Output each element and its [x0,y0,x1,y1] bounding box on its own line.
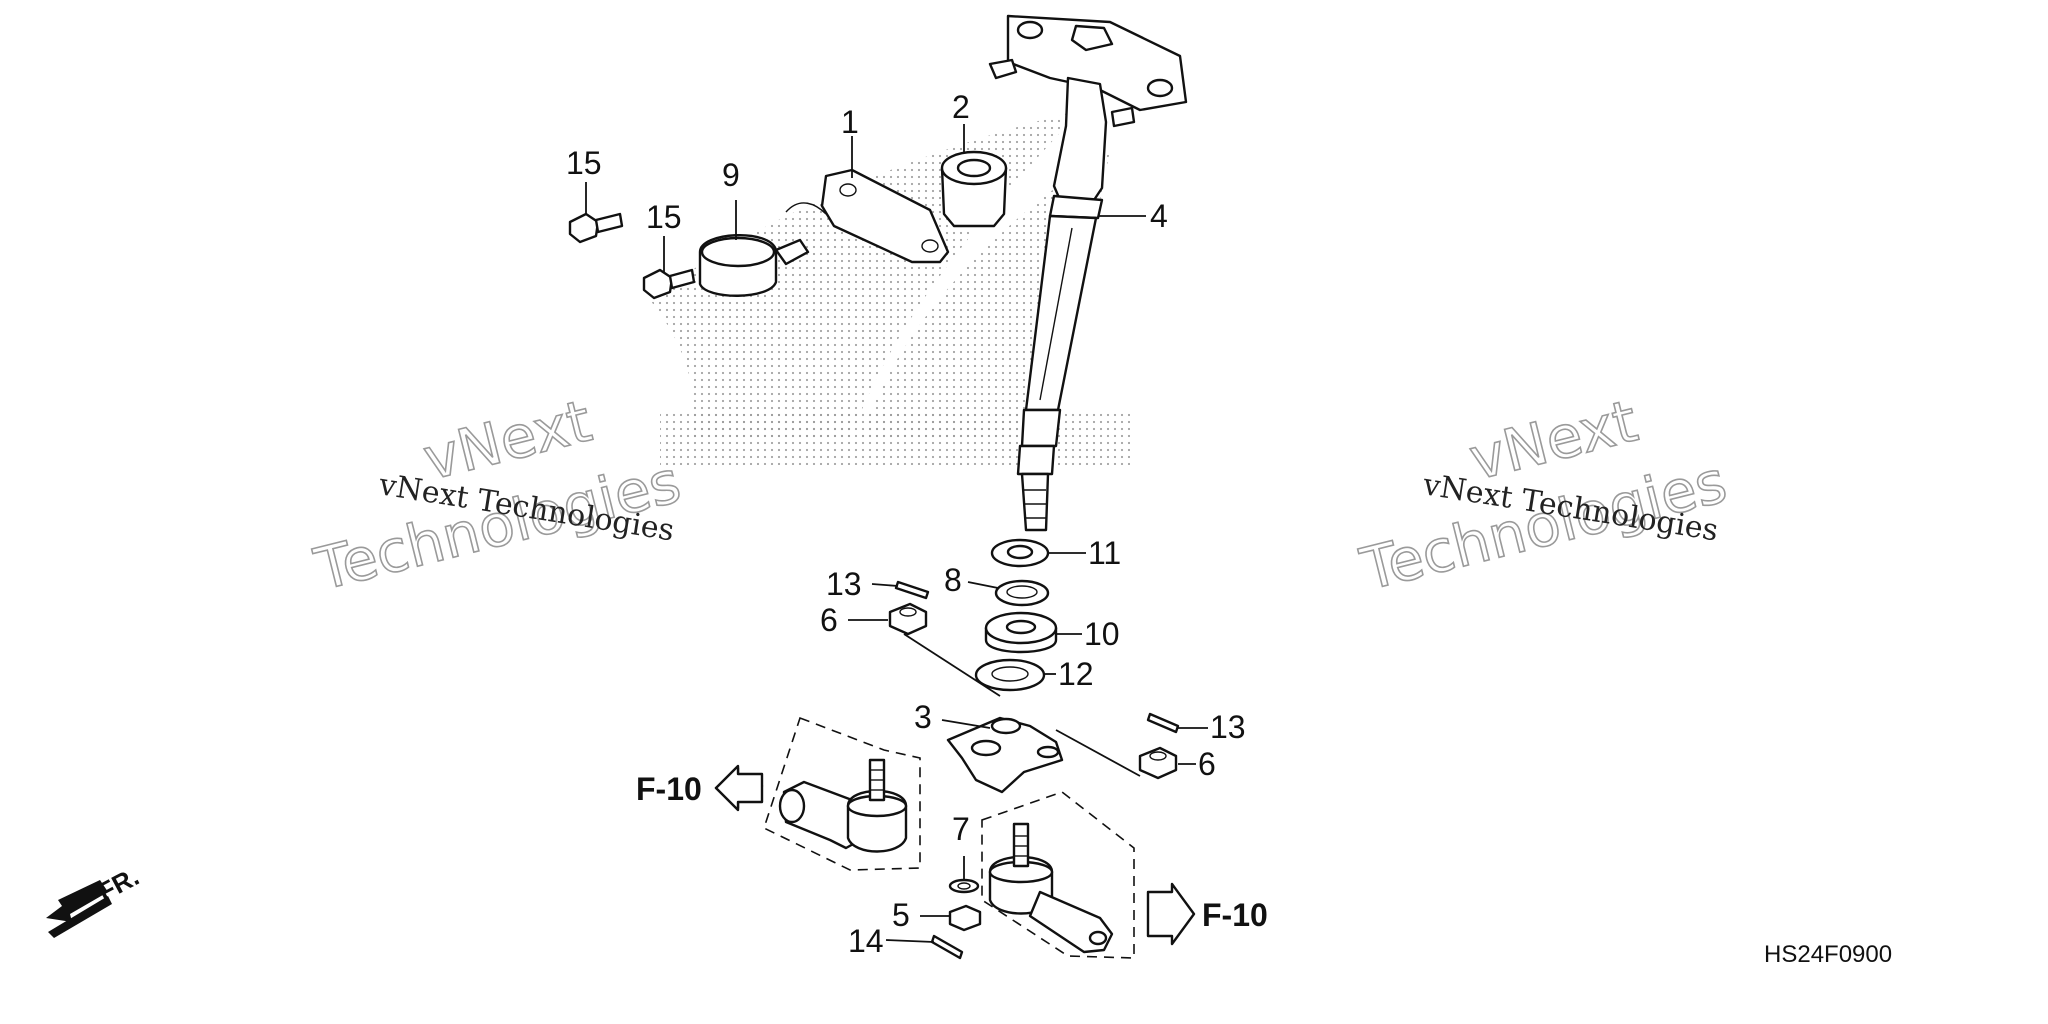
leader-lines [585,124,1208,943]
washer-7 [948,878,980,894]
front-direction-arrow [46,880,112,938]
flange-bolt-upper [568,212,624,244]
part-number-7: 7 [952,811,970,847]
watermark-left: vNext Technologies vNext Technologies [307,386,688,605]
flange-bolt-lower [642,268,696,300]
diagram-code: HS24F0900 [1764,941,1892,968]
part-number-6-right: 6 [1198,746,1216,782]
part-number-14: 14 [848,923,884,959]
part-number-11: 11 [1088,535,1121,571]
front-label: FR. [93,861,144,907]
ref-arrow-right [1146,882,1196,946]
cotter-pin-14 [930,934,964,960]
part-number-10: 10 [1084,616,1120,652]
oil-seal-upper [994,579,1050,607]
lower-bearing [984,611,1058,654]
shaft-clamp [698,233,810,297]
tie-rod-end-right [981,791,1135,959]
part-number-15-lower: 15 [646,199,682,235]
part-number-8: 8 [944,562,962,598]
castle-nut-left [888,602,928,636]
tie-rod-end-left [763,716,921,871]
part-number-5: 5 [892,897,910,933]
steering-shaft [988,14,1188,532]
part-number-15-upper: 15 [566,145,602,181]
ref-label-right: F-10 [1202,897,1268,933]
oil-seal-lower [974,658,1046,692]
castle-nut-5 [948,904,982,932]
shaft-bushing [940,150,1008,228]
cotter-pin-right [1146,712,1180,734]
watermark-right: vNext Technologies vNext Technologies [1353,386,1734,605]
upper-bearing [990,538,1050,568]
cotter-pin-left [894,580,930,600]
shaft-holder [785,168,950,264]
part-number-1: 1 [841,104,859,140]
part-number-4: 4 [1150,198,1168,234]
ref-arrow-left [714,764,764,812]
part-number-13-right: 13 [1210,709,1246,745]
ref-label-left: F-10 [636,771,702,807]
part-number-2: 2 [952,89,970,125]
pitman-arm [946,716,1064,794]
part-number-3: 3 [914,699,932,735]
part-number-9: 9 [722,157,740,193]
castle-nut-right [1138,746,1178,780]
part-number-12: 12 [1058,656,1094,692]
part-number-13-left: 13 [826,566,862,602]
part-number-6-left: 6 [820,602,838,638]
